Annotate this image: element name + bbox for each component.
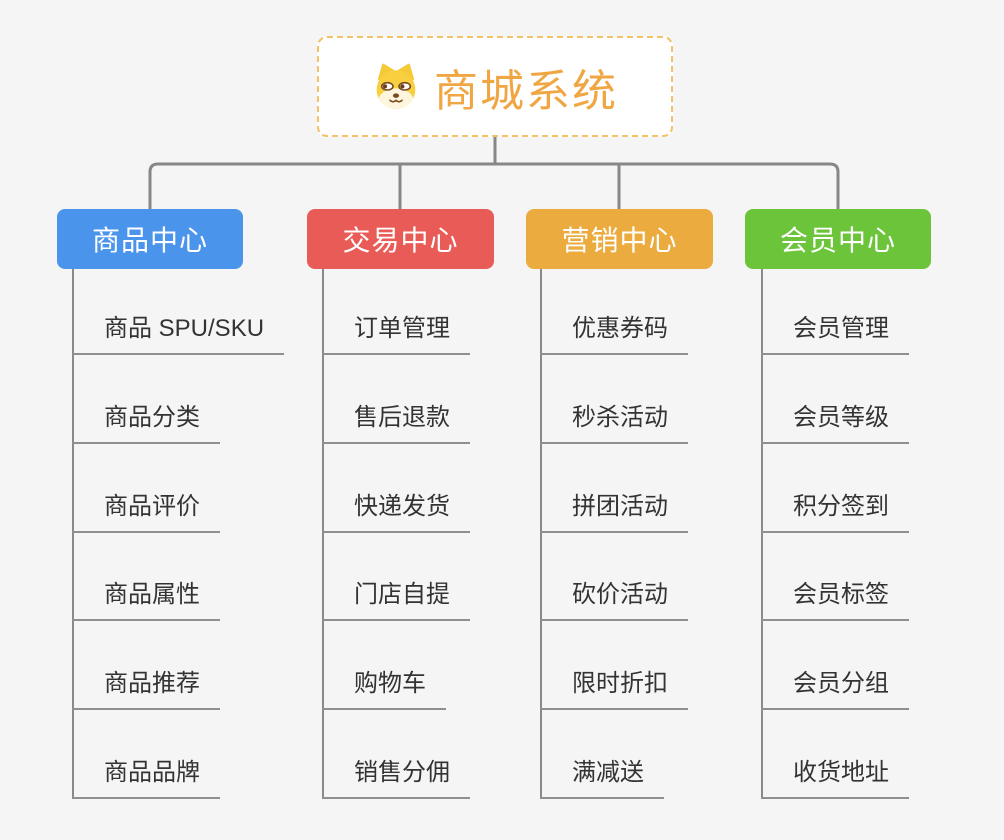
branch-node-marketing-center[interactable]: 营销中心 xyxy=(526,209,713,269)
leaf-node[interactable]: 商品品牌 xyxy=(72,757,220,799)
leaf-node[interactable]: 门店自提 xyxy=(322,579,470,621)
leaf-node[interactable]: 会员等级 xyxy=(761,402,909,444)
leaf-node[interactable]: 快递发货 xyxy=(322,491,470,533)
root-node-mall-system[interactable]: 商城系统 xyxy=(317,36,673,137)
leaf-node[interactable]: 商品推荐 xyxy=(72,668,220,710)
leaf-node[interactable]: 优惠券码 xyxy=(540,313,688,355)
leaf-node[interactable]: 会员分组 xyxy=(761,668,909,710)
leaf-node[interactable]: 收货地址 xyxy=(761,757,909,799)
leaf-node[interactable]: 会员标签 xyxy=(761,579,909,621)
leaf-node[interactable]: 商品 SPU/SKU xyxy=(72,313,285,355)
leaf-node[interactable]: 商品评价 xyxy=(72,491,220,533)
leaf-node[interactable]: 销售分佣 xyxy=(322,757,470,799)
leaf-node[interactable]: 订单管理 xyxy=(322,313,470,355)
branch-label: 商品中心 xyxy=(91,225,208,256)
leaf-node[interactable]: 售后退款 xyxy=(322,402,470,444)
leaf-node[interactable]: 购物车 xyxy=(322,668,446,710)
leaf-node[interactable]: 商品分类 xyxy=(72,402,220,444)
dog-face-icon xyxy=(376,63,416,109)
leaf-node[interactable]: 限时折扣 xyxy=(540,668,688,710)
leaf-node[interactable]: 积分签到 xyxy=(761,491,909,533)
branch-label: 会员中心 xyxy=(779,225,896,256)
branch-label: 营销中心 xyxy=(561,225,678,256)
branch-node-member-center[interactable]: 会员中心 xyxy=(745,209,931,269)
branch-node-product-center[interactable]: 商品中心 xyxy=(57,209,243,269)
leaf-node[interactable]: 拼团活动 xyxy=(540,491,688,533)
leaf-node[interactable]: 砍价活动 xyxy=(540,579,688,621)
leaf-node[interactable]: 满减送 xyxy=(540,757,664,799)
branch-label: 交易中心 xyxy=(342,225,459,256)
leaf-node[interactable]: 商品属性 xyxy=(72,579,220,621)
leaf-node[interactable]: 秒杀活动 xyxy=(540,402,688,444)
root-node-label: 商城系统 xyxy=(434,66,618,116)
bus-line xyxy=(148,162,840,209)
leaf-node[interactable]: 会员管理 xyxy=(761,313,909,355)
branch-node-trade-center[interactable]: 交易中心 xyxy=(307,209,494,269)
